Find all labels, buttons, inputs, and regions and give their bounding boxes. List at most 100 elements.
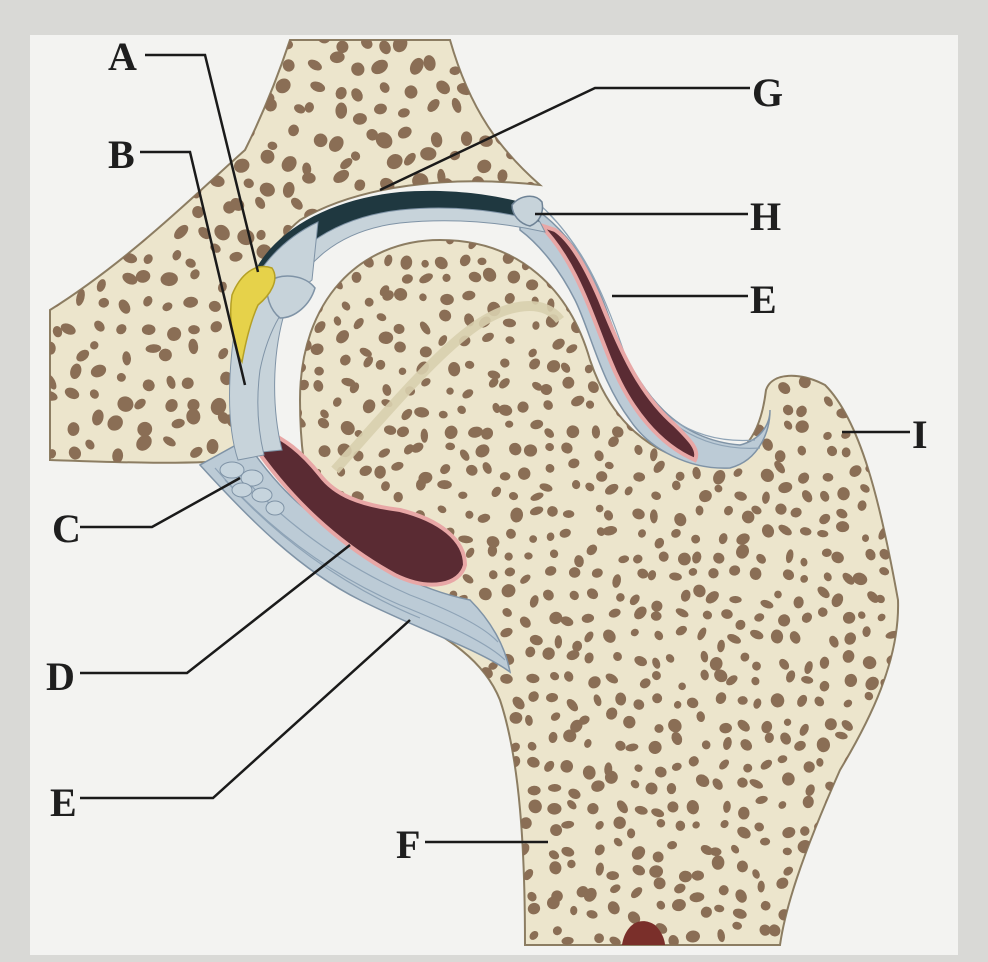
trabecular-pore [421,378,431,387]
trabecular-pore [688,568,698,576]
trabecular-pore [613,837,623,847]
trabecular-pore [487,370,501,380]
trabecular-pore [803,761,815,773]
trabecular-pore [442,273,451,282]
trabecular-pore [782,569,795,581]
trabecular-pore [668,718,682,733]
acetabular-labrum [266,275,316,319]
trabecular-pore [584,364,593,374]
trabecular-pore [602,526,618,536]
trabecular-pore [723,800,731,813]
trabecular-pore [649,865,664,878]
trabecular-pore [816,737,830,753]
trabecular-pore [145,344,162,353]
leader-b [140,150,247,386]
trabecular-pore [770,693,785,708]
trabecular-pore [652,693,663,704]
trabecular-pore [566,425,580,439]
trabecular-pore [68,446,82,460]
trabecular-pore [671,762,682,771]
trabecular-pore [718,885,729,896]
trabecular-pore [654,724,664,733]
trabecular-pore [714,669,728,683]
trabecular-pore [624,486,633,496]
trabecular-pore [632,864,646,876]
marrow-cavity [622,921,665,945]
trabecular-pore [648,740,662,754]
trabecular-pore [282,59,295,72]
trabecular-pore [528,691,539,702]
trabecular-pore [444,425,458,440]
trabecular-pore [736,533,750,545]
trabecular-pore [393,491,403,503]
trabecular-pore [761,720,773,734]
trabecular-pore [500,673,513,684]
trabecular-pore [760,759,773,770]
trabecular-pore [751,676,760,686]
trabecular-pore [166,375,176,389]
trabecular-pore [85,439,95,450]
trabecular-pore [656,900,666,910]
label-i: I [912,412,928,457]
trabecular-pore [671,898,686,912]
label-b: B [108,132,135,177]
trabecular-pore [678,552,691,566]
trabecular-pore [775,503,787,515]
trabecular-pore [691,534,701,544]
trabecular-pore [477,513,491,523]
trabecular-pore [714,484,723,493]
trabecular-pore [526,673,540,684]
trabecular-pore [519,616,531,628]
trabecular-pore [174,224,189,240]
trabecular-pore [545,442,554,452]
trabecular-pore [362,399,376,414]
trabecular-pore [844,673,858,688]
trabecular-pore [637,568,649,579]
trabecular-pore [523,444,538,457]
trabecular-pore [778,482,793,494]
trabecular-pore [729,565,741,576]
trabecular-pore [594,844,605,856]
trabecular-pore [817,530,829,538]
trabecular-pore [510,507,524,523]
trabecular-pore [341,301,351,311]
trabecular-pore [801,612,813,623]
trabecular-pore [591,780,605,792]
trabecular-pore [719,722,732,734]
trabecular-pore [588,676,601,689]
trabecular-pore [243,178,254,189]
trabecular-pore [552,926,562,936]
trabecular-pore [568,567,581,578]
trabecular-pore [392,40,408,53]
trabecular-pore [510,742,520,752]
trabecular-pore [504,567,516,577]
trabecular-pore [695,505,704,516]
labrum-upper [511,195,544,227]
trabecular-pore [117,396,134,412]
trabecular-pore [162,302,173,312]
trabecular-pore [719,759,730,770]
trabecular-pore [486,536,500,548]
trabecular-pore [566,698,579,712]
trabecular-pore [877,613,886,622]
synovial-recess-lower [247,427,468,587]
trabecular-pore [639,678,651,689]
trabecular-pore [736,860,748,873]
trabecular-pore [762,438,773,451]
trabecular-pore [750,629,764,640]
trabecular-pore [320,409,329,419]
trabecular-pore [398,367,407,376]
trabecular-pore [734,491,747,501]
trabecular-pore [332,397,342,407]
trabecular-pore [465,510,474,519]
trabecular-pore [618,555,630,564]
trabecular-pore [375,359,386,370]
trabecular-pore [709,847,722,857]
trabecular-pore [586,588,599,600]
trabecular-pore [667,801,679,813]
trabecular-pore [547,506,558,517]
trabecular-pore [366,128,379,141]
trabecular-pore [671,731,683,746]
trabecular-pore [607,901,620,915]
trabecular-pore [375,132,393,149]
